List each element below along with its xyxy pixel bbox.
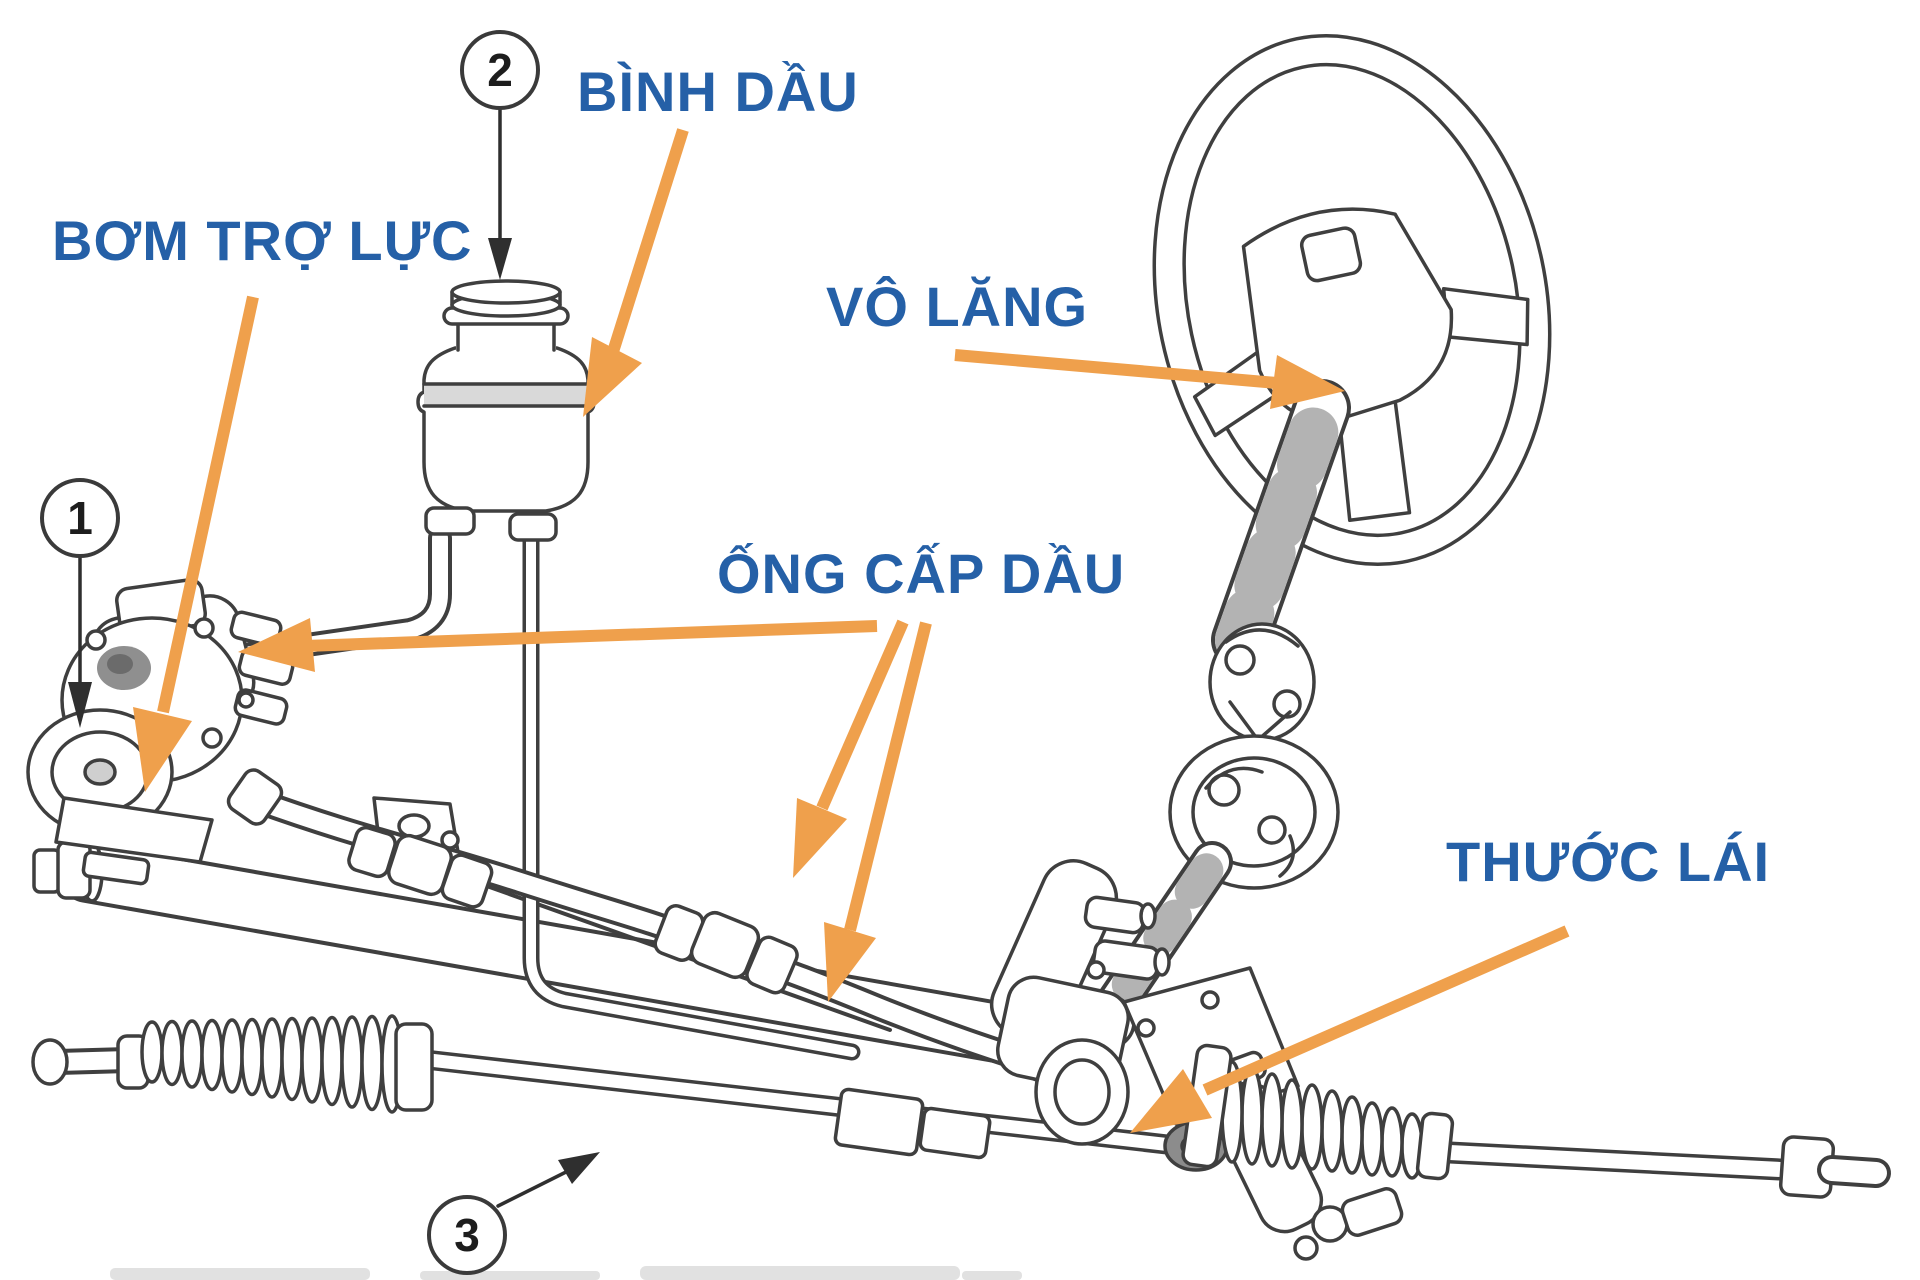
callout-arrows bbox=[133, 128, 1570, 1133]
oil-pipes-arrow-middle bbox=[793, 619, 909, 878]
pump-arrow bbox=[133, 295, 259, 792]
right-tie-rod-drawing bbox=[1429, 1135, 1891, 1199]
left-bellows-drawing bbox=[140, 1014, 434, 1114]
return-pipe-drawing bbox=[508, 512, 861, 1061]
label-steering-wheel: VÔ LĂNG bbox=[826, 275, 1089, 338]
steering-wheel-drawing bbox=[1152, 33, 1552, 567]
reservoir-drawing bbox=[416, 279, 596, 513]
label-power-pump: BƠM TRỢ LỰC bbox=[52, 209, 473, 272]
steering-wheel-arrow bbox=[954, 349, 1345, 409]
callout-circle-3: 3 bbox=[427, 1195, 507, 1275]
steering-rack-arrow bbox=[1130, 925, 1570, 1133]
pump-drawing bbox=[26, 578, 295, 886]
oil-pipes-arrow-right bbox=[824, 621, 932, 1002]
reservoir-arrow bbox=[583, 128, 689, 417]
callout-circle-2: 2 bbox=[460, 30, 540, 110]
line-art bbox=[26, 33, 1891, 1280]
leader-lines bbox=[68, 108, 600, 1208]
bottom-edge-artifact bbox=[110, 1266, 1022, 1280]
label-steering-rack: THƯỚC LÁI bbox=[1446, 830, 1771, 893]
label-oil-supply-pipes: ỐNG CẤP DẦU bbox=[717, 542, 1126, 605]
callout-circle-1: 1 bbox=[40, 478, 120, 558]
oil-pipes-arrow-left bbox=[238, 618, 878, 672]
label-oil-reservoir: BÌNH DẦU bbox=[577, 60, 859, 123]
left-tie-rod-drawing bbox=[31, 1034, 150, 1090]
right-bellows-drawing bbox=[1181, 1043, 1455, 1181]
